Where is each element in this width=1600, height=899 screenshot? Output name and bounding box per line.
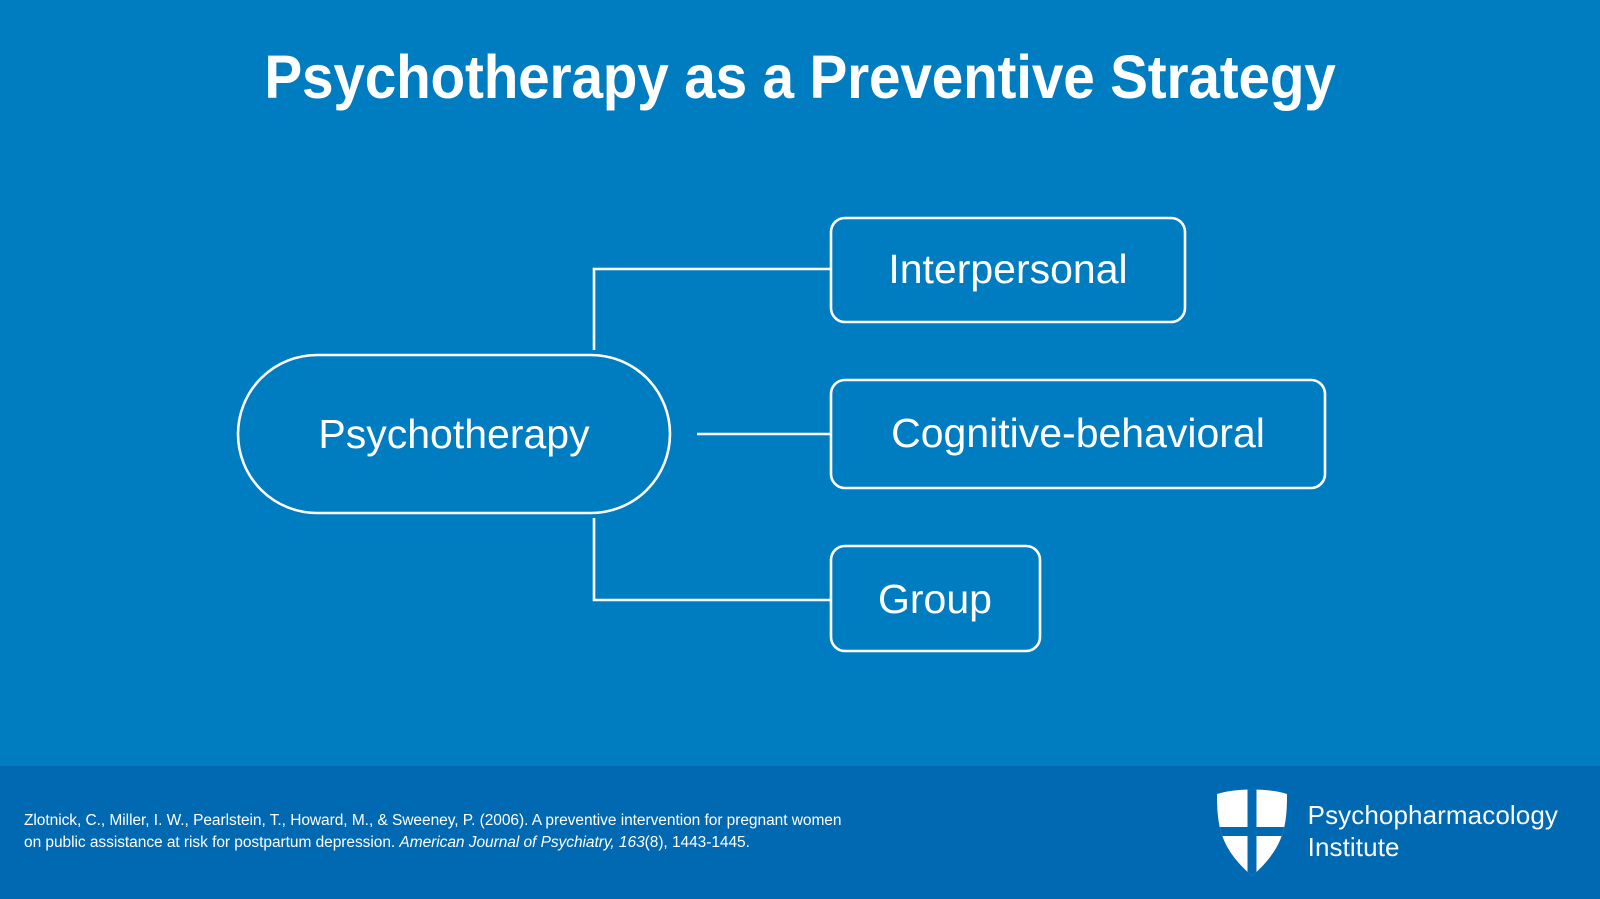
page-title: Psychotherapy as a Preventive Strategy [264,43,1336,111]
citation-part-1: Zlotnick, C., Miller, I. W., Pearlstein,… [24,812,842,851]
node-group-shape[interactable] [829,544,1042,653]
shield-logo-icon [1216,789,1287,876]
node-interpersonal-shape[interactable] [829,216,1187,324]
brand-line-2: Institute [1307,832,1400,862]
node-group-label: Group [878,576,992,622]
node-psychotherapy-shape[interactable] [236,353,672,515]
citation-text: Zlotnick, C., Miller, I. W., Pearlstein,… [24,810,854,854]
node-interpersonal-label: Interpersonal [888,246,1127,292]
node-cognitive-behavioral-label: Cognitive-behavioral [891,410,1265,456]
brand-logo: Psychopharmacology Institute [1214,786,1558,878]
connector-interpersonal [592,267,831,350]
psychotherapy-diagram: Psychotherapy Interpersonal Cognitive-be… [236,216,1327,653]
citation-journal: American Journal of Psychiatry, 163 [399,834,645,851]
brand-logo-text: Psychopharmacology Institute [1308,800,1558,863]
citation-part-2: (8), 1443-1445. [644,834,750,851]
footer-bar: Zlotnick, C., Miller, I. W., Pearlstein,… [0,766,1600,899]
node-psychotherapy-label: Psychotherapy [318,411,590,457]
connector-group [592,518,831,602]
node-cognitive-behavioral-shape[interactable] [829,378,1327,490]
brand-line-1: Psychopharmacology [1307,800,1558,831]
